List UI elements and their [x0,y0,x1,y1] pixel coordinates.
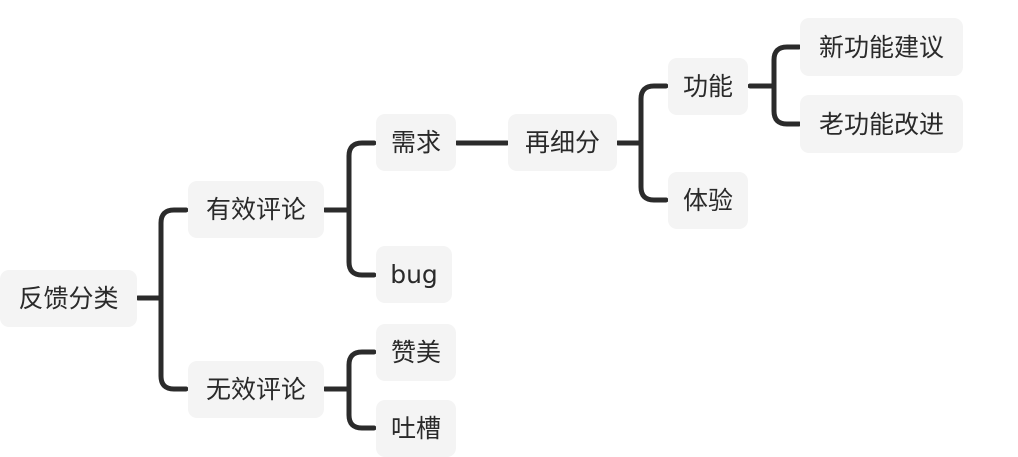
connector-root-to-invalid [158,295,189,392]
node-valid-comment[interactable]: 有效评论 [188,181,324,238]
node-invalid-comment[interactable]: 无效评论 [188,361,324,418]
connector-valid-to-demand [346,140,377,213]
node-demand[interactable]: 需求 [376,114,456,171]
node-feature[interactable]: 功能 [668,58,748,115]
connector-feature-to-old [771,83,802,127]
connector-subdivide-to-feature [638,83,669,146]
connector-feature-to-new [771,44,802,89]
node-complaint[interactable]: 吐槽 [376,400,456,457]
node-new-feature-suggestion[interactable]: 新功能建议 [800,18,963,76]
node-experience[interactable]: 体验 [668,172,748,229]
node-root[interactable]: 反馈分类 [0,270,137,327]
connector-subdivide-to-experience [638,140,669,203]
connector-invalid-to-praise [346,349,377,392]
connector-invalid-to-complaint [346,386,377,431]
connector-valid-to-bug [346,207,377,278]
connector-root-to-valid [158,207,189,301]
node-old-feature-improvement[interactable]: 老功能改进 [800,95,963,153]
node-praise[interactable]: 赞美 [376,324,456,381]
node-subdivide[interactable]: 再细分 [508,114,617,171]
node-bug[interactable]: bug [376,246,452,303]
